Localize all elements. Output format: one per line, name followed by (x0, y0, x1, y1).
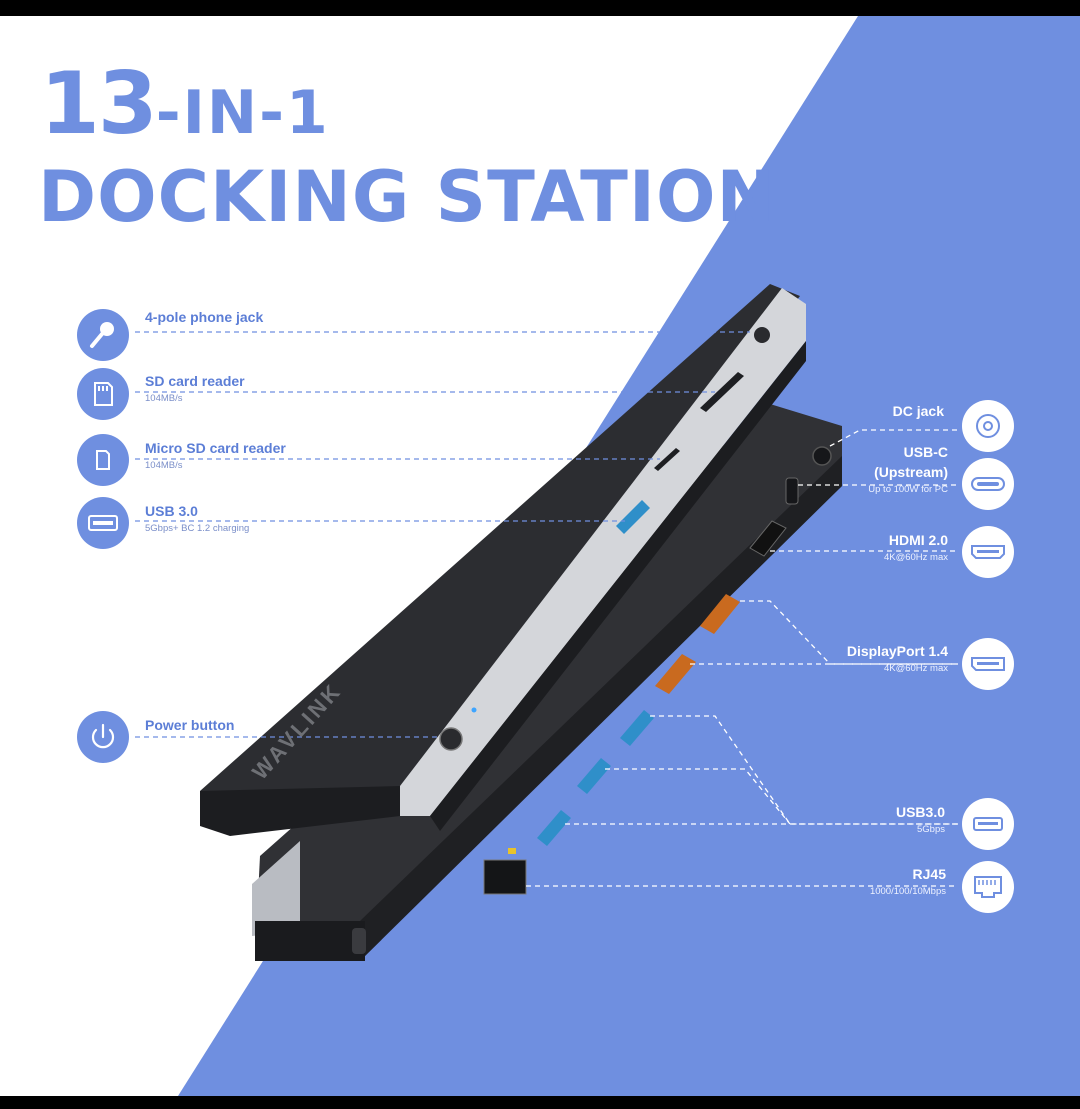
dock-lower-lock-slot (352, 928, 366, 954)
hdmi-icon (962, 526, 1014, 578)
usb-port-icon (962, 798, 1014, 850)
feature-name: USB3.0 (895, 804, 945, 820)
feature-spec: Up to 100W for PC (868, 484, 948, 495)
displayport-2 (655, 654, 696, 694)
rj45-port (483, 859, 527, 895)
feature-name: SD card reader (145, 373, 245, 389)
lower-ports (483, 446, 832, 895)
background-graphic: WAVLINK (135, 16, 1080, 1096)
dc-jack-icon (962, 400, 1014, 452)
feature-name: Power button (145, 717, 235, 733)
sd-card-icon (77, 368, 129, 420)
feature-spec: 5Gbps+ BC 1.2 charging (145, 523, 250, 534)
lower-usb-port-2 (577, 758, 611, 794)
left-leader-lines (135, 331, 750, 738)
dock-lower-vent (255, 921, 365, 961)
feature-displayport: DisplayPort 1.4 4K@60Hz max (847, 643, 948, 674)
feature-spec: 4K@60Hz max (883, 552, 948, 563)
feature-spec: 5Gbps (917, 824, 945, 835)
feature-name: Micro SD card reader (145, 440, 286, 456)
bottom-black-bar (0, 1096, 1080, 1109)
leader-dc-jack (829, 429, 958, 447)
micro-sd-slot (654, 448, 680, 471)
displayport-1 (700, 594, 740, 634)
power-button-graphic (439, 727, 463, 751)
feature-spec: 4K@60Hz max (883, 663, 948, 674)
dock-upper-vent-bottom (430, 341, 806, 831)
feature-rj45: RJ45 1000/100/10Mbps (870, 866, 946, 897)
headline-line2: DOCKING STATION (38, 156, 777, 238)
feature-hdmi: HDMI 2.0 4K@60Hz max (884, 532, 948, 563)
feature-name: RJ45 (912, 866, 946, 882)
microphone-icon (77, 309, 129, 361)
dock-upper-top-face (200, 284, 800, 831)
dc-jack-port (812, 446, 832, 466)
feature-name: HDMI 2.0 (888, 532, 948, 548)
upper-ports (439, 327, 770, 751)
feature-spec: 104MB/s (145, 460, 183, 471)
feature-name: 4-pole phone jack (145, 309, 264, 325)
top-black-bar (0, 0, 1080, 16)
sd-card-slot (700, 372, 744, 412)
dock-upper-unit (200, 284, 806, 836)
ethernet-icon (962, 861, 1014, 913)
usb-c-icon (962, 458, 1014, 510)
feature-usb-c: USB-C (Upstream) Up to 100W for PC (868, 444, 948, 495)
feature-name: USB 3.0 (145, 503, 198, 519)
dock-lower-silver-end (252, 841, 300, 936)
rj45-led (508, 848, 516, 854)
headline-line1: 13-IN-1 (40, 54, 330, 154)
feature-name: DisplayPort 1.4 (846, 643, 948, 659)
displayport-icon (962, 638, 1014, 690)
image-canvas: WAVLINK 13-IN-1 DOCKING STATION 4-pole p… (0, 16, 1080, 1096)
leader-usb3-2 (605, 768, 791, 825)
feature-usb3: USB3.0 5Gbps (896, 804, 945, 835)
feature-sd-card: SD card reader 104MB/s (145, 373, 245, 404)
headline-suffix: -IN-1 (155, 78, 330, 148)
feature-name: DC jack (892, 403, 944, 419)
lower-usb-port-3 (537, 810, 571, 846)
feature-micro-sd: Micro SD card reader 104MB/s (145, 440, 286, 471)
feature-power: Power button (145, 717, 234, 733)
feature-name-line2: (Upstream) (874, 464, 948, 480)
headline-number: 13 (40, 54, 158, 154)
power-icon (77, 711, 129, 763)
feature-name: USB-C (903, 444, 948, 460)
feature-dc-jack: DC jack (893, 403, 944, 419)
leader-displayport-1 (740, 600, 958, 665)
feature-spec: 104MB/s (145, 393, 183, 404)
lower-usb-port-1 (620, 710, 654, 746)
dock-upper-silver-front (400, 288, 806, 816)
feature-usb: USB 3.0 5Gbps+ BC 1.2 charging (145, 503, 249, 534)
hdmi-port (749, 520, 787, 557)
usb-port-icon (77, 497, 129, 549)
usb-c-port (785, 477, 799, 505)
micro-sd-card-icon (77, 434, 129, 486)
power-led (471, 707, 477, 713)
upper-usb-port (616, 500, 650, 534)
feature-phone-jack: 4-pole phone jack (145, 309, 263, 325)
right-leader-lines (526, 429, 958, 887)
feature-spec: 1000/100/10Mbps (869, 886, 946, 897)
phone-jack-port (754, 327, 770, 343)
dock-upper-vent-end (200, 786, 400, 836)
